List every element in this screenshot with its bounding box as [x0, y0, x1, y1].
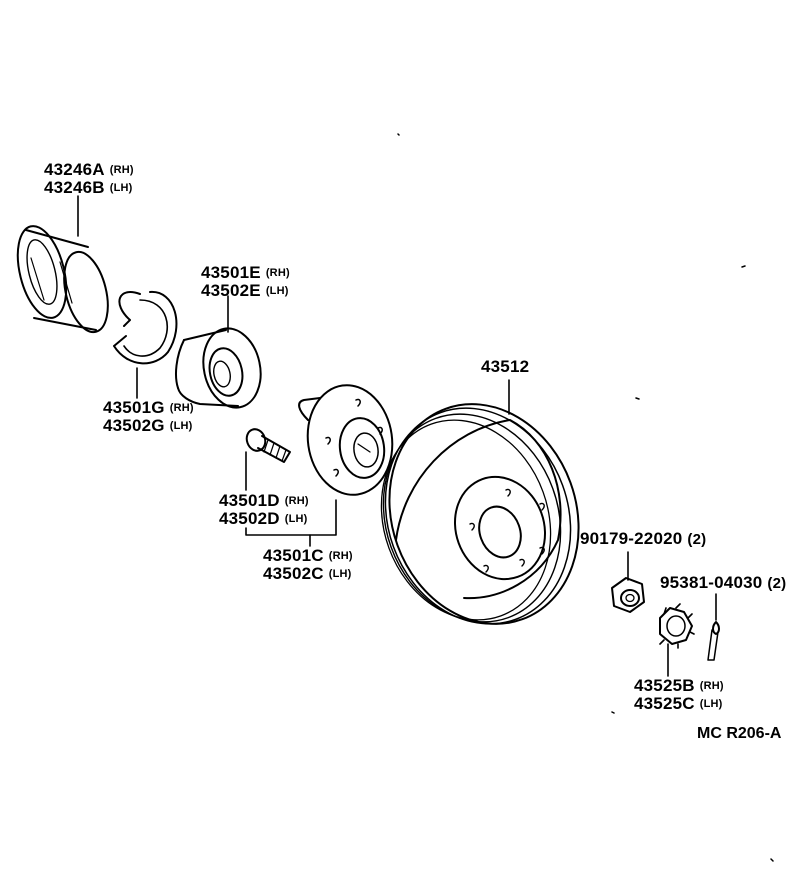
- snap-ring-part-number-rh: 43501G: [103, 398, 165, 417]
- hub-bolt-part: [245, 428, 291, 463]
- hub-part-number-lh: 43502C: [263, 564, 324, 583]
- bearing-label: 43501E (RH) 43502E (LH): [201, 264, 290, 300]
- hub-bolt-label: 43501D (RH) 43502D (LH): [219, 492, 309, 528]
- nut-quantity: (2): [687, 531, 707, 548]
- nut-lock-part-number-lh: 43525C: [634, 694, 695, 713]
- cotter-pin-part-number: 95381-04030: [660, 573, 763, 592]
- nut-lock-part-number-rh: 43525B: [634, 676, 695, 695]
- seal-side-rh: (RH): [109, 164, 134, 176]
- cotter-pin-label: 95381-04030(2): [660, 574, 786, 592]
- hub-side-lh: (LH): [328, 568, 352, 580]
- reference-code: MC R206-A: [697, 725, 782, 742]
- hub-part-number-rh: 43501C: [263, 546, 324, 565]
- disc-label: 43512: [481, 358, 529, 375]
- nut-lock-part: [659, 603, 695, 649]
- snap-ring-side-rh: (RH): [169, 402, 194, 414]
- hub-part: [298, 384, 394, 496]
- hub-label: 43501C (RH) 43502C (LH): [263, 547, 353, 583]
- bearing-part: [175, 327, 262, 409]
- seal-label: 43246A (RH) 43246B (LH): [44, 161, 134, 197]
- snap-ring-part: [113, 290, 178, 365]
- hub-bolt-part-number-rh: 43501D: [219, 491, 280, 510]
- hub-side-rh: (RH): [328, 550, 353, 562]
- brake-disc-part: [380, 403, 580, 625]
- hub-bolt-side-rh: (RH): [284, 495, 309, 507]
- hub-bolt-part-number-lh: 43502D: [219, 509, 280, 528]
- disc-part-number: 43512: [481, 357, 530, 376]
- nut-part: [611, 577, 645, 613]
- snap-ring-part-number-lh: 43502G: [103, 416, 165, 435]
- hub-bolt-side-lh: (LH): [284, 513, 308, 525]
- snap-ring-side-lh: (LH): [169, 420, 193, 432]
- nut-lock-label: 43525B (RH) 43525C (LH): [634, 677, 724, 713]
- nut-label: 90179-22020(2): [580, 530, 706, 548]
- seal-part-number-rh: 43246A: [44, 160, 105, 179]
- cotter-pin-quantity: (2): [767, 575, 787, 592]
- nut-lock-side-lh: (LH): [699, 698, 723, 710]
- bearing-side-lh: (LH): [265, 285, 289, 297]
- seal-part-number-lh: 43246B: [44, 178, 105, 197]
- nut-lock-side-rh: (RH): [699, 680, 724, 692]
- seal-side-lh: (LH): [109, 182, 133, 194]
- nut-part-number: 90179-22020: [580, 529, 683, 548]
- bearing-part-number-rh: 43501E: [201, 263, 261, 282]
- bearing-side-rh: (RH): [265, 267, 290, 279]
- snap-ring-label: 43501G (RH) 43502G (LH): [103, 399, 194, 435]
- cotter-pin-part: [707, 621, 720, 661]
- bearing-part-number-lh: 43502E: [201, 281, 261, 300]
- oil-seal-part: [16, 225, 109, 334]
